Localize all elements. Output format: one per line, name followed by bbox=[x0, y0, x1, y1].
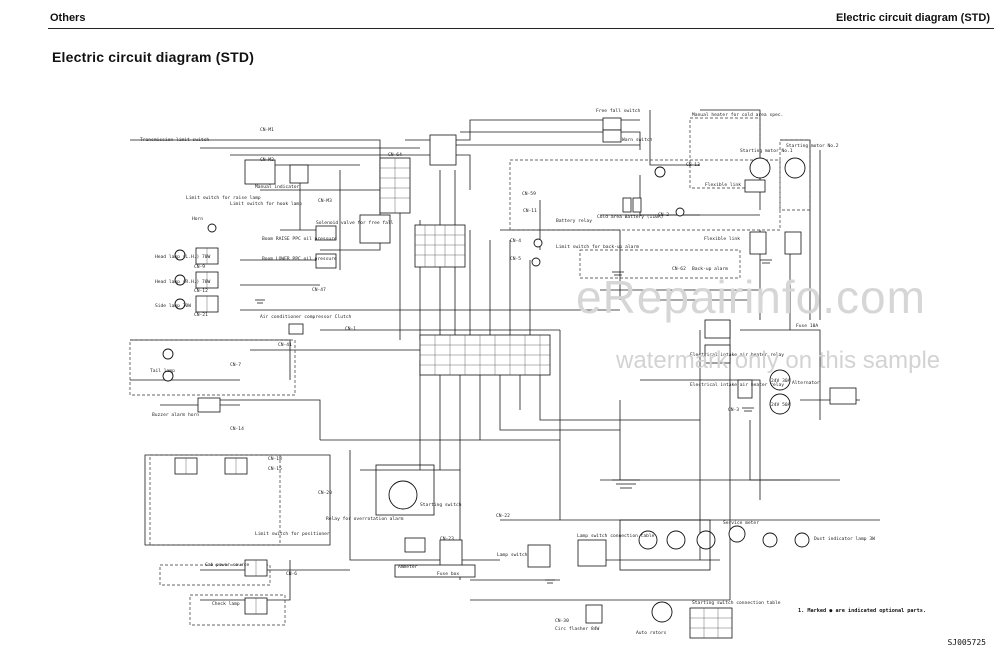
label-tail-lamp: Tail lamp bbox=[150, 368, 175, 374]
label-alt-30a: 24V 30A bbox=[771, 378, 791, 384]
label-lamp-switch-table: Lamp switch connection table bbox=[577, 533, 655, 539]
label-starting-switch-table: Starting switch connection table bbox=[692, 600, 781, 606]
label-check-lamp: Check lamp bbox=[212, 601, 240, 607]
label-circ-flasher: Circ flasher 84W bbox=[555, 626, 599, 632]
connector-tag: CN-30 bbox=[555, 618, 569, 624]
label-fuse: Fuse 10A bbox=[796, 323, 818, 329]
watermark-brand: eRepairinfo.com bbox=[576, 271, 926, 323]
label-transmission-limit: Transmission limit switch bbox=[140, 137, 209, 143]
connector-tag: CN-20 bbox=[318, 490, 332, 496]
connector-tag: CN-2 bbox=[658, 212, 669, 218]
label-head-lamp-r: Head lamp (R.H.) 70W bbox=[155, 279, 211, 285]
label-cab-power-source: Cab power source bbox=[205, 562, 249, 568]
label-horn: Horn bbox=[192, 216, 203, 222]
page-header: Others Electric circuit diagram (STD) bbox=[0, 0, 1006, 30]
label-limit-switch-hook: Limit switch for hook lamp bbox=[230, 201, 302, 207]
label-starting-switch: Starting switch bbox=[420, 502, 462, 508]
label-alternator: Alternator bbox=[792, 380, 820, 386]
connector-tag: CN-22 bbox=[496, 513, 510, 519]
label-flexible-link: Flexible link bbox=[705, 182, 741, 188]
watermark-notice: watermark only on this sample bbox=[616, 347, 941, 374]
label-starting-motor-1: Starting motor No.1 bbox=[740, 148, 793, 154]
label-auto-rotors: Auto rotors bbox=[636, 630, 667, 636]
label-manual-indicator: Manual indicator bbox=[255, 184, 299, 190]
section-label: Others bbox=[50, 12, 86, 24]
label-service-meter: Service meter bbox=[723, 520, 759, 526]
label-air-cond-clutch: Air conditioner compressor Clutch bbox=[260, 314, 352, 320]
connector-tag: CN-7 bbox=[230, 362, 241, 368]
label-fuse-box: Fuse box bbox=[437, 571, 459, 577]
label-flexible-link-2: Flexible link bbox=[704, 236, 740, 242]
connector-tag: CN-3 bbox=[728, 407, 739, 413]
connector-tag: CN-11 bbox=[523, 208, 537, 214]
label-side-lamp: Side lamp 70W bbox=[155, 303, 191, 309]
label-alt-50a: 24V 50A bbox=[771, 402, 791, 408]
label-ammeter: Ammeter bbox=[398, 564, 418, 570]
connector-tag: CN-64 bbox=[388, 152, 402, 158]
connector-tag: CN-M1 bbox=[260, 127, 274, 133]
connector-tag: CN-M3 bbox=[318, 198, 332, 204]
connector-tag: CN-6 bbox=[286, 571, 297, 577]
label-limit-switch-backup: Limit switch for back-up alarm bbox=[556, 244, 639, 250]
page-title: Electric circuit diagram (STD) bbox=[52, 49, 255, 65]
label-note: 1. Marked ● are indicated optional parts… bbox=[798, 608, 926, 614]
connector-tag: CN-59 bbox=[522, 191, 536, 197]
connector-tag: CN-14 bbox=[230, 426, 244, 432]
connector-tag: CN-5 bbox=[510, 256, 521, 262]
label-lamp-switch: Lamp switch bbox=[497, 552, 528, 558]
connector-tag: CN-23 bbox=[440, 536, 454, 542]
label-cold-area-battery: Cold area Battery (110A) bbox=[597, 214, 663, 220]
label-starting-motor-2: Starting motor No.2 bbox=[786, 143, 839, 149]
connector-tag: CN-1 bbox=[345, 326, 356, 332]
header-divider bbox=[48, 28, 994, 29]
label-manual-heater: Manual heater for cold area spec. bbox=[692, 112, 783, 118]
label-relay-overrotation: Relay for overrotation alarm bbox=[326, 516, 404, 522]
label-solenoid-free-fall: Solenoid valve for free fall bbox=[316, 220, 394, 226]
connector-tag: CN-21 bbox=[194, 312, 208, 318]
label-battery-relay: Battery relay bbox=[556, 218, 592, 224]
connector-tag: CN-62 bbox=[672, 266, 686, 272]
label-buzzer: Buzzer alarm horn bbox=[152, 412, 199, 418]
label-limit-switch-raise: Limit switch for raise lamp bbox=[186, 195, 261, 201]
label-dust-indicator: Dust indicator lamp 3W bbox=[814, 536, 875, 542]
label-electrical-intake-2: Electrical intake air heater relay bbox=[690, 382, 784, 388]
connector-tag: CN-M2 bbox=[260, 157, 274, 163]
connector-tag: CN-12 bbox=[194, 288, 208, 294]
connector-tag: CN-4 bbox=[510, 238, 521, 244]
connector-tag: CN-13 bbox=[686, 162, 700, 168]
label-free-fall: Free fall switch bbox=[596, 108, 640, 114]
label-boom-lower-ppc: Boom LOWER PPC oil pressure bbox=[262, 256, 337, 262]
connector-tag: CN-47 bbox=[312, 287, 326, 293]
label-backup-alarm: Back-up alarm bbox=[692, 266, 728, 272]
label-limit-switch-pos: Limit switch for positioner bbox=[255, 531, 330, 537]
label-electrical-intake: Electrical intake air heater relay bbox=[690, 352, 784, 358]
connector-tag: CN-9 bbox=[194, 264, 205, 270]
label-warn-switch: Warn switch bbox=[622, 137, 653, 143]
figure-id: SJ005725 bbox=[947, 638, 986, 647]
label-head-lamp-l: Head lamp (L.H.) 70W bbox=[155, 254, 211, 260]
connector-tag: CN-15 bbox=[268, 466, 282, 472]
doc-title: Electric circuit diagram (STD) bbox=[835, 12, 990, 24]
connector-tag: CN-41 bbox=[278, 342, 292, 348]
label-boom-raise-ppc: Boom RAISE PPC oil pressure bbox=[262, 236, 337, 242]
connector-tag: CN-18 bbox=[268, 456, 282, 462]
